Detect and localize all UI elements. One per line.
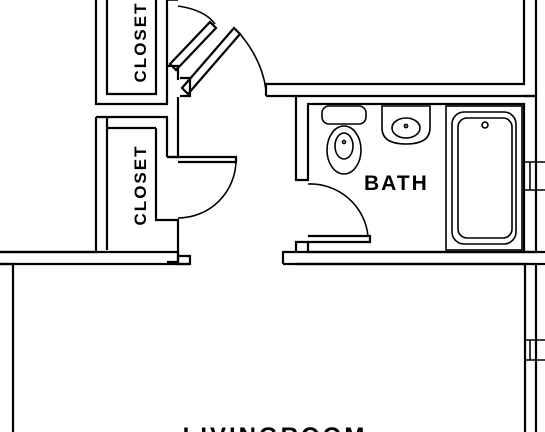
bathroom	[294, 94, 538, 266]
closet-upper-label: CLOSET	[131, 2, 150, 83]
lower-closet	[94, 97, 180, 264]
living-room-label: LIVINGROOM	[183, 423, 368, 432]
upper-closet	[94, 0, 178, 106]
closet-lower-label: CLOSET	[131, 145, 150, 226]
bathtub-icon	[445, 105, 523, 251]
upper-closet-doors	[167, 5, 267, 98]
bath-label: BATH	[364, 172, 429, 195]
toilet-icon	[321, 105, 367, 175]
outer-walls	[0, 250, 545, 432]
lower-closet-door	[177, 155, 238, 219]
upper-room-walls	[264, 0, 538, 98]
sink-icon	[381, 105, 431, 145]
